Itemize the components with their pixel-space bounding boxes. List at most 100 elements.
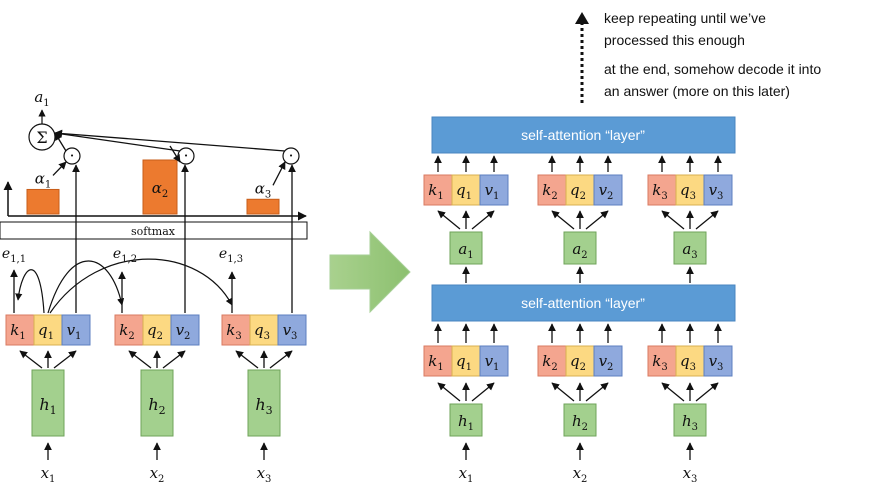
left-token-3-v-label: v3 <box>283 321 298 342</box>
right-a-to-k-arrow <box>661 210 685 230</box>
score-label: e1,2 <box>113 246 137 265</box>
score-label: e1,1 <box>2 246 26 265</box>
right-top-token-1-q-label: q1 <box>456 181 472 202</box>
right-a-box <box>563 231 597 265</box>
left-token-3-q-label: q3 <box>254 321 270 342</box>
right-bottom-token-1-v-box <box>479 345 509 377</box>
multiply-node <box>63 147 81 165</box>
left-h-to-k-arrow <box>235 350 259 369</box>
left-h-label: h2 <box>148 395 165 417</box>
layer-top-label: self-attention “layer” <box>521 127 645 143</box>
multiply-to-sum-arrow <box>54 132 67 152</box>
right-top-token-3-q-box <box>675 174 705 206</box>
layer-bottom-box <box>431 284 736 322</box>
alpha-label: α1 <box>35 169 52 190</box>
right-a-label: a2 <box>572 240 587 261</box>
right-h-to-v-arrow <box>471 382 495 402</box>
alpha-bar <box>246 198 280 215</box>
query1-to-key2-curve <box>47 260 125 314</box>
right-top-token-3-v-box <box>703 174 733 206</box>
right-top-token-1-k-box <box>423 174 453 206</box>
right-top-token-1-k-label: k1 <box>428 181 443 202</box>
alpha-to-multiply-arrow <box>272 161 286 186</box>
right-h-to-v-arrow <box>695 382 719 402</box>
layer-top-box <box>431 116 736 154</box>
query1-to-key1-curve <box>15 269 45 314</box>
right-bottom-token-2-v-box <box>593 345 623 377</box>
softmax-label: softmax <box>131 225 176 238</box>
score-label: e1,3 <box>219 246 243 265</box>
left-token-1-v-label: v1 <box>67 321 82 342</box>
right-bottom-token-1-kqv: k1 q1 v1 <box>423 345 509 377</box>
left-token-1-v-box <box>61 314 91 346</box>
query1-to-key3-curve <box>49 258 233 314</box>
right-bottom-token-2-k-label: k2 <box>542 352 557 373</box>
multiply-symbol: · <box>183 146 188 165</box>
multiply-to-sum-arrow <box>54 130 181 152</box>
right-bottom-token-3-q-box <box>675 345 705 377</box>
left-token-2-q-label: q2 <box>147 321 163 342</box>
right-x-label: x1 <box>459 464 474 482</box>
right-top-token-1-v-label: v1 <box>485 181 500 202</box>
left-token-2-k-label: k2 <box>119 321 134 342</box>
multiply-to-sum-arrow <box>54 129 286 152</box>
right-top-token-2-q-label: q2 <box>570 181 586 202</box>
right-x-label: x3 <box>683 464 698 482</box>
alpha-label: α2 <box>152 179 169 200</box>
output-a1-label: a1 <box>34 88 49 109</box>
right-h-to-k-arrow <box>551 382 575 402</box>
left-token-2-k-box <box>114 314 144 346</box>
left-h-label: h3 <box>255 395 272 417</box>
right-h-label: h2 <box>572 412 588 433</box>
left-x-label: x2 <box>150 464 165 482</box>
right-a-label: a1 <box>458 240 473 261</box>
alpha-axis <box>3 181 307 221</box>
right-h-to-k-arrow <box>661 382 685 402</box>
note-line-4: an answer (more on this later) <box>604 83 790 99</box>
right-a-to-v-arrow <box>471 210 495 230</box>
right-h-box <box>673 403 707 437</box>
right-top-token-2-v-box <box>593 174 623 206</box>
right-a-box <box>449 231 483 265</box>
right-bottom-token-1-k-box <box>423 345 453 377</box>
right-bottom-token-1-v-label: v1 <box>485 352 500 373</box>
right-h-label: h3 <box>682 412 698 433</box>
alpha-bar <box>26 188 60 215</box>
right-top-token-2-v-label: v2 <box>599 181 614 202</box>
right-bottom-token-3-k-label: k3 <box>652 352 667 373</box>
multiply-node <box>282 147 300 165</box>
right-top-token-1-v-box <box>479 174 509 206</box>
right-h-to-v-arrow <box>585 382 609 402</box>
right-bottom-token-1-k-label: k1 <box>428 352 443 373</box>
alpha-to-multiply-arrow <box>52 161 67 176</box>
right-bottom-token-1-q-label: q1 <box>456 352 472 373</box>
sum-symbol: Σ <box>36 128 47 147</box>
alpha-label: α3 <box>255 179 272 200</box>
right-bottom-token-3-v-box <box>703 345 733 377</box>
alpha-to-multiply-arrow <box>169 145 181 163</box>
left-h-to-k-arrow <box>19 350 43 369</box>
left-h-box <box>247 369 281 437</box>
note-line-2: processed this enough <box>604 32 745 48</box>
left-token-2-v-box <box>170 314 200 346</box>
left-h-to-v-arrow <box>269 350 293 369</box>
right-bottom-token-2-q-label: q2 <box>570 352 586 373</box>
right-top-token-3-k-box <box>647 174 677 206</box>
right-h-box <box>449 403 483 437</box>
right-a-to-k-arrow <box>551 210 575 230</box>
multiply-symbol: · <box>69 146 74 165</box>
left-token-3-k-label: k3 <box>226 321 241 342</box>
left-token-3-kqv: k3 q3 v3 <box>221 314 307 346</box>
right-a-label: a3 <box>682 240 697 261</box>
right-top-token-1-kqv: k1 q1 v1 <box>423 174 509 206</box>
left-token-1-k-box <box>5 314 35 346</box>
right-top-token-1-q-box <box>451 174 481 206</box>
right-bottom-token-3-q-label: q3 <box>680 352 696 373</box>
right-a-box <box>673 231 707 265</box>
right-h-label: h1 <box>458 412 474 433</box>
